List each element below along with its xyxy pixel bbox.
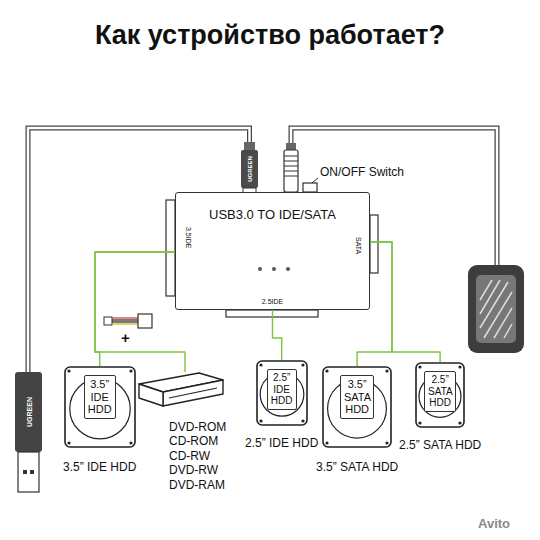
hdd-screw [326,441,329,444]
drive-caption: 2.5” SATA HDD [398,438,482,452]
power-adapter-face [476,275,516,343]
molex-connector [138,314,152,328]
switch-label: ON/OFF Switch [320,165,404,179]
hdd-screw [419,365,422,368]
hdd-screw [67,369,70,372]
ide35-port [166,200,175,296]
hdd-screw [301,363,304,366]
drive-caption: 3.5” SATA HDD [315,460,399,474]
molex-wire [112,317,138,318]
device-name: USB3.0 TO IDE/SATA [176,207,369,222]
connector-line [95,252,185,372]
usb-plug [241,150,258,188]
hdd-body: 3.5” SATA HDD [322,366,392,448]
hdd-screw [129,441,132,444]
power-adapter-ribs [480,280,512,338]
plus-sign: + [121,329,130,346]
adapter-box: USB3.0 TO IDE/SATA 3.5IDE SATA 2.5IDE [175,192,370,310]
molex-wire [112,319,138,320]
hdd-drive: 3.5” IDE HDD 3.5” IDE HDD [62,366,137,474]
hdd-case [416,363,464,427]
connector-line [370,242,440,362]
power-plug [284,150,298,192]
hdd-label: 3.5” IDE HDD [84,375,116,419]
status-led [272,267,276,271]
usb-a-metal [18,452,39,492]
connector-line [95,252,175,366]
power-adapter [468,265,524,353]
hdd-case [323,367,391,447]
optical-drive: DVD-ROM CD-ROM CD-RW DVD-RW DVD-RAM [137,372,233,492]
hdd-screw [386,441,389,444]
status-led [286,267,290,271]
brand-mark: UGREEN [25,397,32,427]
port-label: 3.5IDE [184,227,192,248]
diagram-title: Как устройство работает? [0,20,540,51]
media-list: DVD-ROM CD-ROM CD-RW DVD-RW DVD-RAM [169,420,233,492]
hdd-label: 2.5” IDE HDD [267,369,297,410]
hdd-screw [459,421,462,424]
hdd-screw [326,369,329,372]
hdd-drive: 2.5” SATA HDD 2.5” SATA HDD [398,362,482,452]
hdd-label: 3.5” SATA HDD [340,375,375,419]
optical-side [139,384,163,406]
hdd-screw [386,369,389,372]
molex-end [104,317,112,325]
hdd-screw [259,419,262,422]
hdd-screw [259,363,262,366]
power-plug-grip [284,156,298,176]
usb-a-plug [15,372,42,452]
hdd-screw [301,419,304,422]
hdd-drive: 2.5” IDE HDD 2.5” IDE HDD [244,360,319,450]
drive-caption: 2.5” IDE HDD [244,436,319,450]
hdd-case [257,361,307,425]
optical-front [163,380,223,406]
optical-tray [169,388,217,398]
hdd-screw [459,365,462,368]
brand-mark: UGREEN [247,156,253,182]
usb-a-hole [30,470,34,474]
watermark: Avito [478,516,510,531]
connector-line [273,310,282,360]
usb-strain-relief [244,142,255,151]
hdd-body: 2.5” IDE HDD [256,360,308,426]
sata-port [370,215,378,273]
hdd-drive: 3.5” SATA HDD 3.5” SATA HDD [315,366,399,474]
hdd-label: 2.5” SATA HDD [424,371,456,412]
hdd-screw [67,441,70,444]
hdd-body: 3.5” IDE HDD [64,366,136,448]
hdd-body: 2.5” SATA HDD [415,362,465,428]
hdd-screw [129,369,132,372]
hdd-case [65,367,135,447]
molex-wire [112,321,138,322]
molex-wire [112,323,138,324]
port-label: SATA [354,237,362,254]
hdd-screw [419,421,422,424]
status-led [258,267,262,271]
port-label: 2.5IDE [176,298,369,305]
switch-leader [312,178,318,183]
usb-a-hole [23,470,27,474]
on-off-switch [303,183,317,192]
optical-drive-drawing [137,372,225,412]
drive-caption: 3.5” IDE HDD [62,460,137,474]
